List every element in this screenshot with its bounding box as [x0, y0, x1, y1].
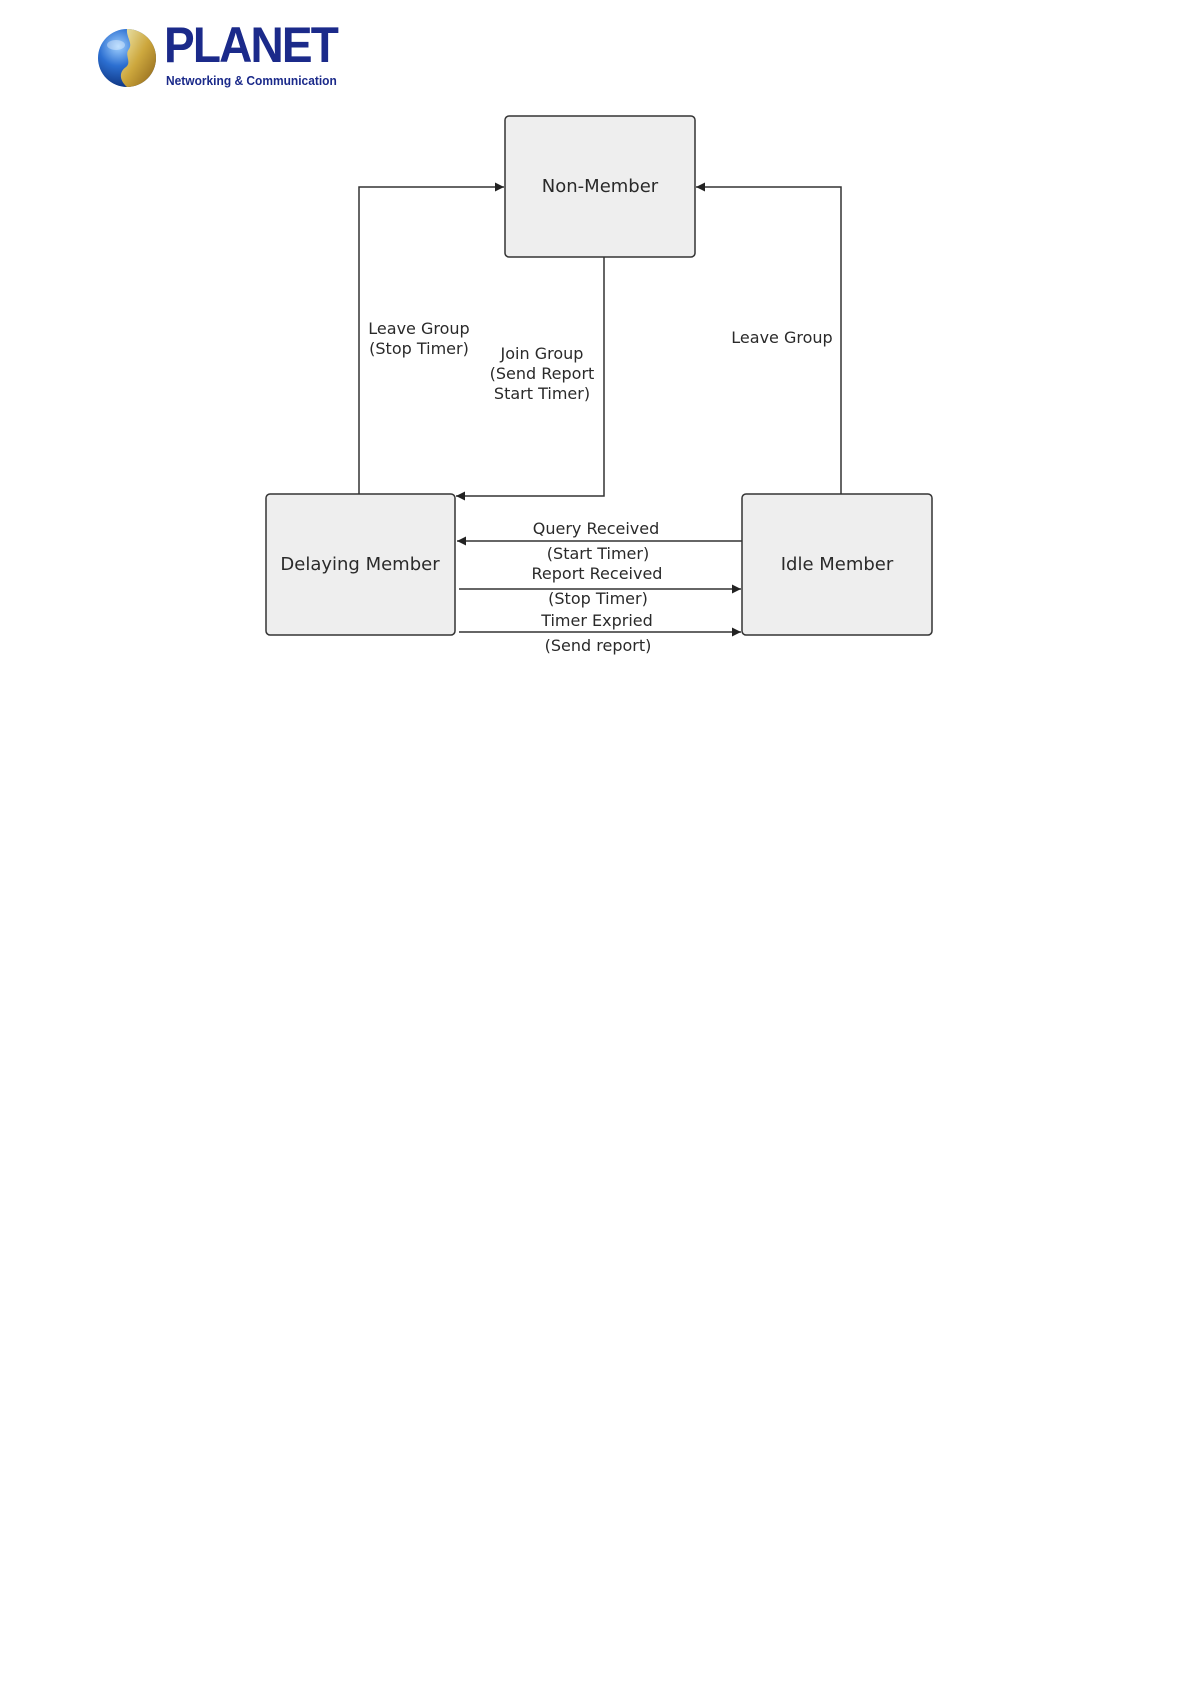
label-query-received-2: (Start Timer)	[547, 544, 649, 563]
state-delaying-member-label: Delaying Member	[280, 554, 440, 575]
label-leave-group-left-2: (Stop Timer)	[369, 339, 469, 358]
igmp-state-diagram: Non-Member Delaying Member Idle Member L…	[0, 0, 1191, 700]
label-timer-expired-1: Timer Expried	[540, 611, 653, 630]
state-delaying-member: Delaying Member	[266, 494, 455, 635]
label-join-group-1: Join Group	[500, 344, 584, 363]
label-report-received-2: (Stop Timer)	[548, 589, 648, 608]
label-join-group-2: (Send Report	[490, 364, 595, 383]
label-leave-group-left-1: Leave Group	[368, 319, 469, 338]
label-leave-group-right: Leave Group	[731, 328, 832, 347]
label-join-group-3: Start Timer)	[494, 384, 590, 403]
label-timer-expired-2: (Send report)	[545, 636, 652, 655]
state-idle-member-label: Idle Member	[781, 554, 894, 575]
label-query-received-1: Query Received	[533, 519, 660, 538]
state-non-member: Non-Member	[505, 116, 695, 257]
state-non-member-label: Non-Member	[542, 176, 659, 197]
state-idle-member: Idle Member	[742, 494, 932, 635]
label-report-received-1: Report Received	[532, 564, 663, 583]
